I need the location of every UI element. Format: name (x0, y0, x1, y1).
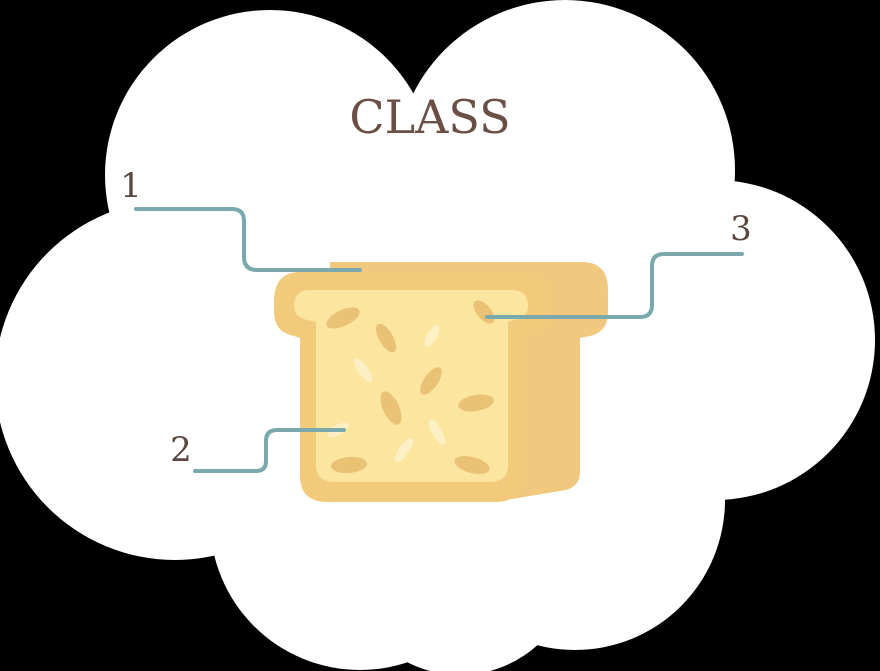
callout-1-leader (134, 207, 362, 272)
seed (331, 456, 367, 474)
callout-1-number: 1 (120, 166, 142, 206)
callout-2-number: 2 (170, 430, 192, 470)
bread-crumb (294, 290, 528, 482)
callout-3-leader (485, 252, 744, 319)
callout-3-number: 3 (730, 209, 752, 249)
callout-2-leader (193, 428, 346, 473)
callout-3: 3 (485, 209, 752, 319)
seed (380, 391, 402, 425)
diagram-title: CLASS (349, 90, 510, 144)
seed (454, 455, 490, 475)
bread-slice-icon (274, 262, 608, 502)
callout-1: 1 (120, 166, 362, 272)
seed (458, 394, 494, 412)
callout-2: 2 (170, 428, 346, 473)
seed (375, 323, 397, 353)
bread-seeds (326, 300, 495, 475)
seed (420, 367, 442, 395)
seed (326, 307, 360, 329)
